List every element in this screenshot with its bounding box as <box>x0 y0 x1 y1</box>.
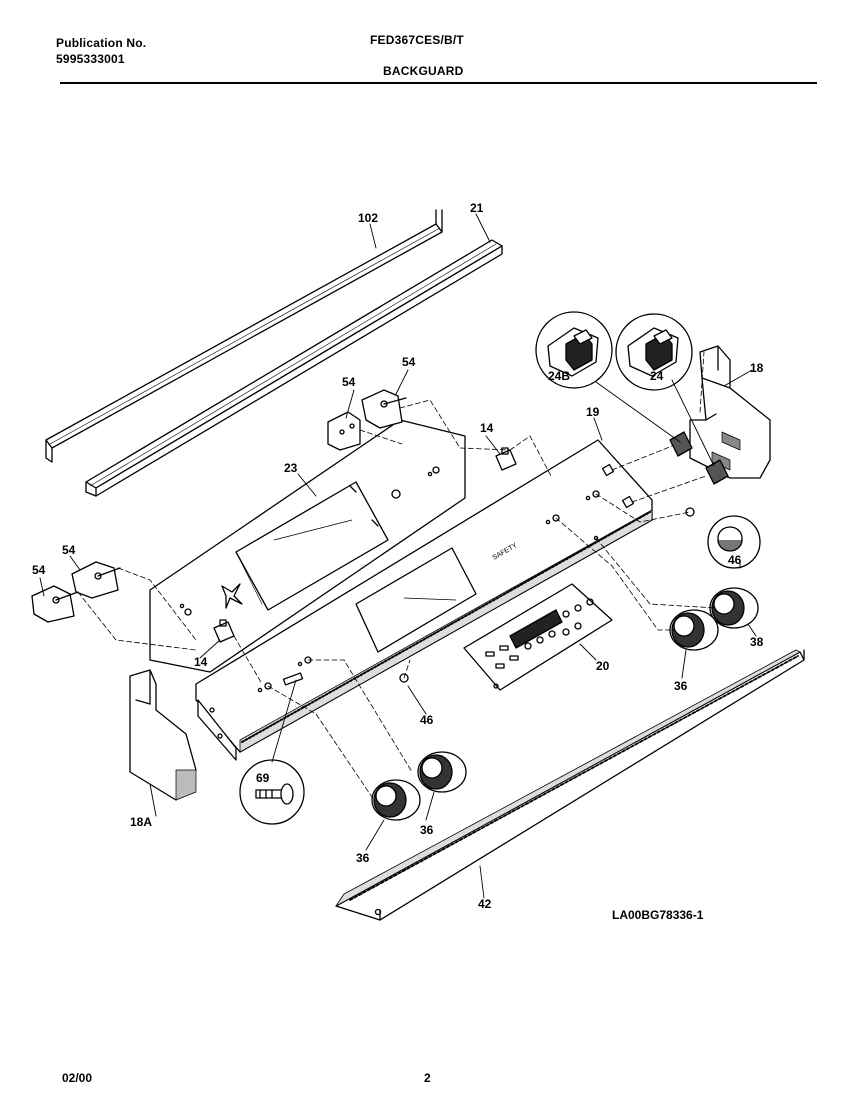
callout-24: 24 <box>650 369 664 383</box>
callout-69: 69 <box>256 771 270 785</box>
callout-21: 21 <box>470 201 484 215</box>
callout-46: 46 <box>728 553 742 567</box>
part-24b-socket-mounted <box>669 431 693 457</box>
callout-23: 23 <box>284 461 298 475</box>
callout-14: 14 <box>194 655 208 669</box>
part-46-knob-right <box>707 515 761 569</box>
callout-54: 54 <box>342 375 356 389</box>
part-14-clip-lower <box>213 619 235 643</box>
callout-36: 36 <box>356 851 370 865</box>
callout-36: 36 <box>674 679 688 693</box>
publication-label: Publication No. <box>56 36 147 50</box>
publication-number: 5995333001 <box>56 52 125 66</box>
part-36-knob-lower-left <box>371 779 421 821</box>
part-54-switch-d <box>31 585 79 623</box>
callout-36: 36 <box>420 823 434 837</box>
part-42-front-trim <box>335 649 805 921</box>
callout-24b: 24B <box>548 369 570 383</box>
callout-42: 42 <box>478 897 492 911</box>
callout-54: 54 <box>402 355 416 369</box>
leader-lines <box>39 213 757 899</box>
part-24-socket-mounted <box>705 459 729 485</box>
figure-id: LA00BG78336-1 <box>612 908 704 922</box>
part-36-knob-lower-right <box>417 751 467 793</box>
callout-18a: 18A <box>130 815 152 829</box>
callout-102: 102 <box>358 211 378 225</box>
callout-20: 20 <box>596 659 610 673</box>
part-38-knob-upper <box>709 587 759 629</box>
model-number: FED367CES/B/T <box>370 33 464 47</box>
part-21-channel <box>85 239 503 497</box>
header-rule <box>60 82 817 84</box>
footer-date: 02/00 <box>62 1071 93 1085</box>
part-54-switch-b <box>361 389 407 429</box>
detail-24-circle <box>615 313 693 391</box>
callout-19: 19 <box>586 405 600 419</box>
part-46-knob-right-mounted <box>685 507 695 517</box>
callout-38: 38 <box>750 635 764 649</box>
part-14-clip-upper <box>495 447 517 471</box>
callout-18: 18 <box>750 361 764 375</box>
page-number: 2 <box>424 1071 431 1085</box>
part-69-screw-mounted <box>282 672 304 686</box>
part-20-control-board <box>463 583 613 691</box>
part-19-console: SAFETY <box>195 439 653 761</box>
detail-69-circle <box>239 759 305 825</box>
part-102-trim <box>45 209 443 463</box>
callout-54: 54 <box>32 563 46 577</box>
section-title: BACKGUARD <box>383 64 464 78</box>
callout-14: 14 <box>480 421 494 435</box>
part-36-knob-upper <box>669 609 719 651</box>
callout-46: 46 <box>420 713 434 727</box>
callout-labels: 102 21 54 54 24B 24 18 14 19 23 54 54 46… <box>32 201 764 911</box>
part-54-switch-c <box>71 561 121 599</box>
assembly-dashed-lines <box>77 351 717 801</box>
part-18a-left-bracket <box>129 669 197 801</box>
detail-24b-circle <box>535 311 613 389</box>
part-54-switch-a <box>327 411 361 451</box>
callout-54: 54 <box>62 543 76 557</box>
